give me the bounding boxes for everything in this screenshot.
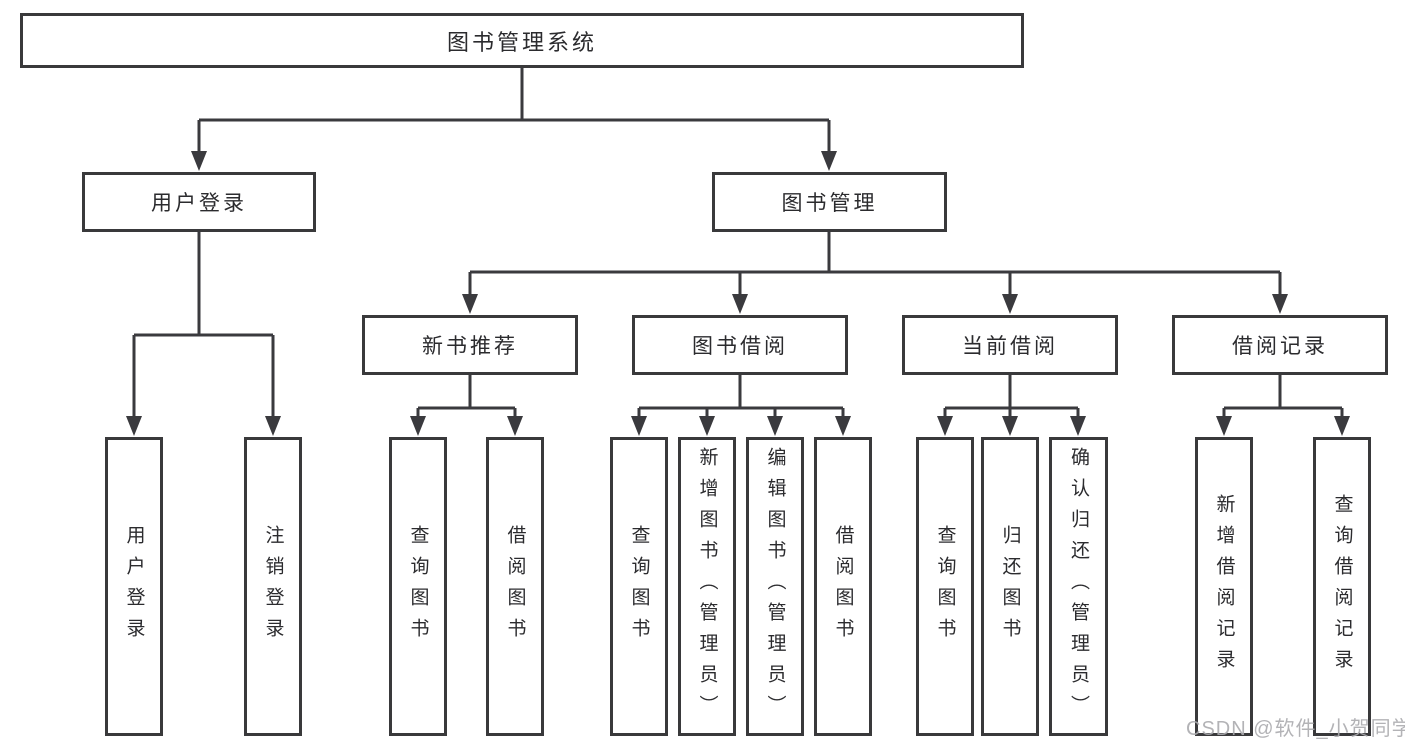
node-label: 查询图书 <box>934 524 956 649</box>
leaf-edit-book-admin: 编辑图书（管理员） <box>746 437 804 736</box>
leaf-borrow-books: 借阅图书 <box>814 437 872 736</box>
node-label: 用户登录 <box>151 192 247 215</box>
node-label: 查询图书 <box>628 524 650 649</box>
node-label: 当前借阅 <box>962 335 1058 358</box>
node-label: 借阅图书 <box>504 524 526 649</box>
node-borrow-records: 借阅记录 <box>1172 315 1388 375</box>
leaf-query-books-borrow: 查询图书 <box>610 437 668 736</box>
leaf-confirm-return-admin: 确认归还（管理员） <box>1049 437 1108 736</box>
leaf-query-books-current: 查询图书 <box>916 437 974 736</box>
connector-root-to-level2 <box>191 68 837 171</box>
node-label: 新增图书（管理员） <box>696 447 718 726</box>
node-label: 新增借阅记录 <box>1213 493 1235 680</box>
node-label: 查询借阅记录 <box>1331 493 1353 680</box>
connector-book-borrow-children <box>631 375 851 436</box>
connector-user-login-children <box>126 232 281 436</box>
node-label: 图书借阅 <box>692 335 788 358</box>
node-current-borrow: 当前借阅 <box>902 315 1118 375</box>
connector-borrow-records-children <box>1216 375 1350 436</box>
leaf-logout: 注销登录 <box>244 437 302 736</box>
node-root: 图书管理系统 <box>20 13 1024 68</box>
node-user-login: 用户登录 <box>82 172 316 232</box>
leaf-borrow-books-recommend: 借阅图书 <box>486 437 544 736</box>
leaf-add-borrow-record: 新增借阅记录 <box>1195 437 1253 736</box>
connector-current-borrow-children <box>937 375 1086 436</box>
node-book-management: 图书管理 <box>712 172 947 232</box>
leaf-query-borrow-record: 查询借阅记录 <box>1313 437 1371 736</box>
leaf-return-book: 归还图书 <box>981 437 1039 736</box>
node-new-book-recommend: 新书推荐 <box>362 315 578 375</box>
leaf-add-book-admin: 新增图书（管理员） <box>678 437 736 736</box>
leaf-query-books-recommend: 查询图书 <box>389 437 447 736</box>
node-label: 编辑图书（管理员） <box>764 447 786 726</box>
node-label: 新书推荐 <box>422 335 518 358</box>
node-label: 图书管理系统 <box>446 29 597 55</box>
node-label: 用户登录 <box>123 524 145 649</box>
leaf-user-login: 用户登录 <box>105 437 163 736</box>
node-label: 确认归还（管理员） <box>1068 447 1089 726</box>
node-label: 注销登录 <box>262 524 284 649</box>
node-label: 借阅图书 <box>832 524 854 649</box>
node-label: 查询图书 <box>407 524 429 649</box>
node-label: 归还图书 <box>999 524 1021 649</box>
node-label: 图书管理 <box>781 192 878 215</box>
csdn-watermark: CSDN @软件_小贺同学 <box>1186 718 1405 740</box>
connector-new-book-children <box>410 375 523 436</box>
node-book-borrow: 图书借阅 <box>632 315 848 375</box>
node-label: 借阅记录 <box>1232 335 1328 358</box>
connector-book-management-to-level3 <box>462 232 1288 314</box>
